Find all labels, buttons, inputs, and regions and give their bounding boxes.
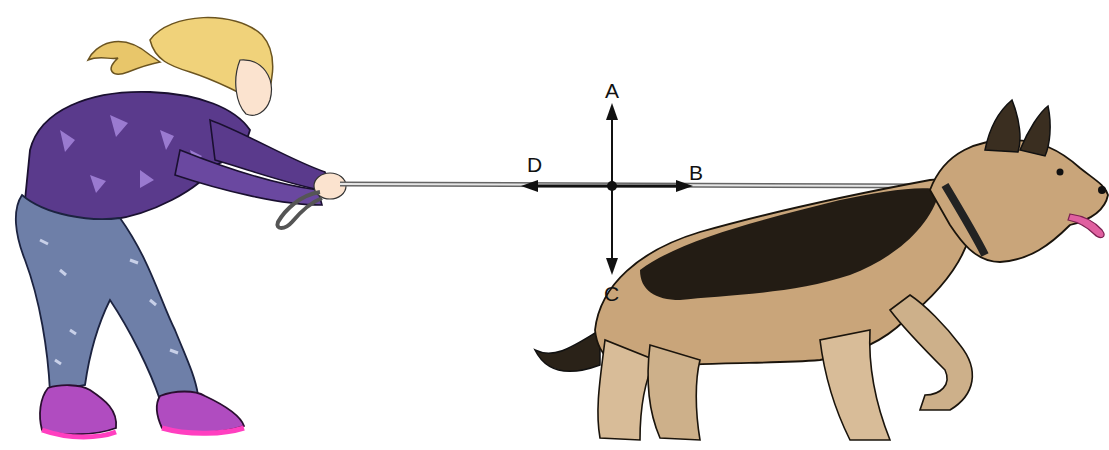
force-arrow xyxy=(611,112,613,186)
dog-saddle xyxy=(640,188,940,300)
arrow-head xyxy=(606,258,618,275)
dog-leg xyxy=(598,340,655,440)
jeans-pattern xyxy=(40,240,178,364)
arrow-label: A xyxy=(605,80,619,101)
force-arrow xyxy=(530,185,612,188)
arrow-label: B xyxy=(689,162,703,183)
dog-nose xyxy=(1098,186,1106,194)
dog-tail xyxy=(535,330,600,371)
dog-tongue xyxy=(1068,214,1104,237)
girl-shoe xyxy=(157,392,244,433)
girl-arm xyxy=(175,150,322,205)
dog-ear xyxy=(1020,106,1050,156)
girl-face xyxy=(236,60,272,115)
arrow-label: C xyxy=(604,283,619,304)
dog-collar xyxy=(945,185,985,255)
arrow-head xyxy=(606,103,618,120)
dog-head xyxy=(930,140,1108,262)
origin-dot xyxy=(607,181,617,191)
arrow-label: D xyxy=(527,154,542,175)
dog-leg xyxy=(648,345,700,440)
dog-eye xyxy=(1057,169,1064,176)
arrow-head xyxy=(521,180,538,192)
leash xyxy=(340,184,945,186)
dog-ear xyxy=(985,100,1020,152)
dog-body xyxy=(595,179,971,370)
girl-shoe xyxy=(40,385,116,434)
shoe-sole xyxy=(162,428,244,433)
shoe-sole xyxy=(42,430,116,437)
dog-leg xyxy=(820,330,890,440)
force-arrow xyxy=(611,186,613,266)
dog-leg xyxy=(890,295,972,410)
force-arrow xyxy=(612,185,684,188)
leash xyxy=(340,184,945,186)
leash-handle xyxy=(277,192,322,228)
ponytail xyxy=(88,42,160,74)
girl-jeans xyxy=(16,195,198,400)
